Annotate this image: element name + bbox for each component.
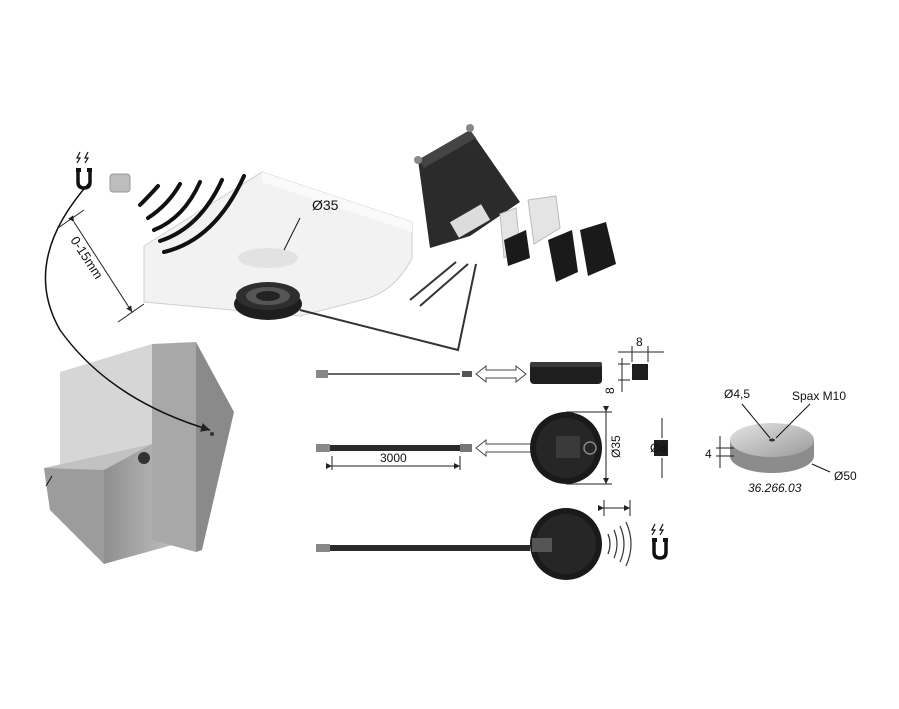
side-height-dimension: 8	[603, 358, 630, 394]
screw-label: Spax M10	[792, 389, 846, 403]
mounting-arrow	[44, 181, 211, 432]
side-width-dimension: 8	[618, 335, 664, 362]
top-diameter-label: Ø35	[312, 197, 339, 213]
hole-diameter-label: Ø4,5	[724, 387, 750, 401]
lightning-icon	[76, 151, 90, 164]
unit-cables	[299, 261, 477, 352]
hole-leader	[741, 403, 771, 439]
range-dimension: 0-15mm	[57, 209, 145, 323]
screw-mark	[45, 475, 53, 487]
range-label: 0-15mm	[67, 233, 106, 281]
cabinet	[44, 342, 234, 564]
magnet-icon	[76, 168, 92, 190]
signal-waves-icon	[138, 174, 246, 254]
side-view-row	[316, 362, 648, 384]
sensor-diameter-dimension: Ø35	[566, 406, 623, 485]
plate-diameter-leader	[811, 463, 831, 473]
signal-waves-icon	[607, 521, 632, 567]
control-unit	[414, 124, 520, 248]
magnet-icon	[652, 538, 668, 560]
magnet-view-row	[316, 500, 631, 580]
velcro-strips	[499, 195, 616, 282]
svg-text:Ø8: Ø8	[650, 441, 666, 455]
diameter-leader	[283, 217, 301, 251]
svg-text:8: 8	[636, 335, 643, 349]
screw-leader	[775, 403, 811, 439]
svg-text:Ø35: Ø35	[609, 435, 623, 458]
plate-diameter-label: Ø50	[834, 469, 857, 483]
plate-thickness-dimension: 4	[705, 436, 734, 468]
sensor-top-view	[234, 282, 302, 320]
lightning-icon	[651, 523, 665, 536]
sensor-depth-dimension: Ø8	[650, 418, 666, 478]
front-view-row	[316, 412, 668, 484]
cable-length-dimension: 3000	[326, 451, 461, 470]
ceiling-panel	[143, 171, 413, 317]
svg-text:3000: 3000	[380, 451, 407, 465]
magnet-block	[109, 173, 131, 193]
counter-plate	[730, 423, 814, 473]
svg-text:8: 8	[603, 387, 617, 394]
article-number: 36.266.03	[748, 481, 802, 495]
svg-text:4: 4	[705, 447, 712, 461]
